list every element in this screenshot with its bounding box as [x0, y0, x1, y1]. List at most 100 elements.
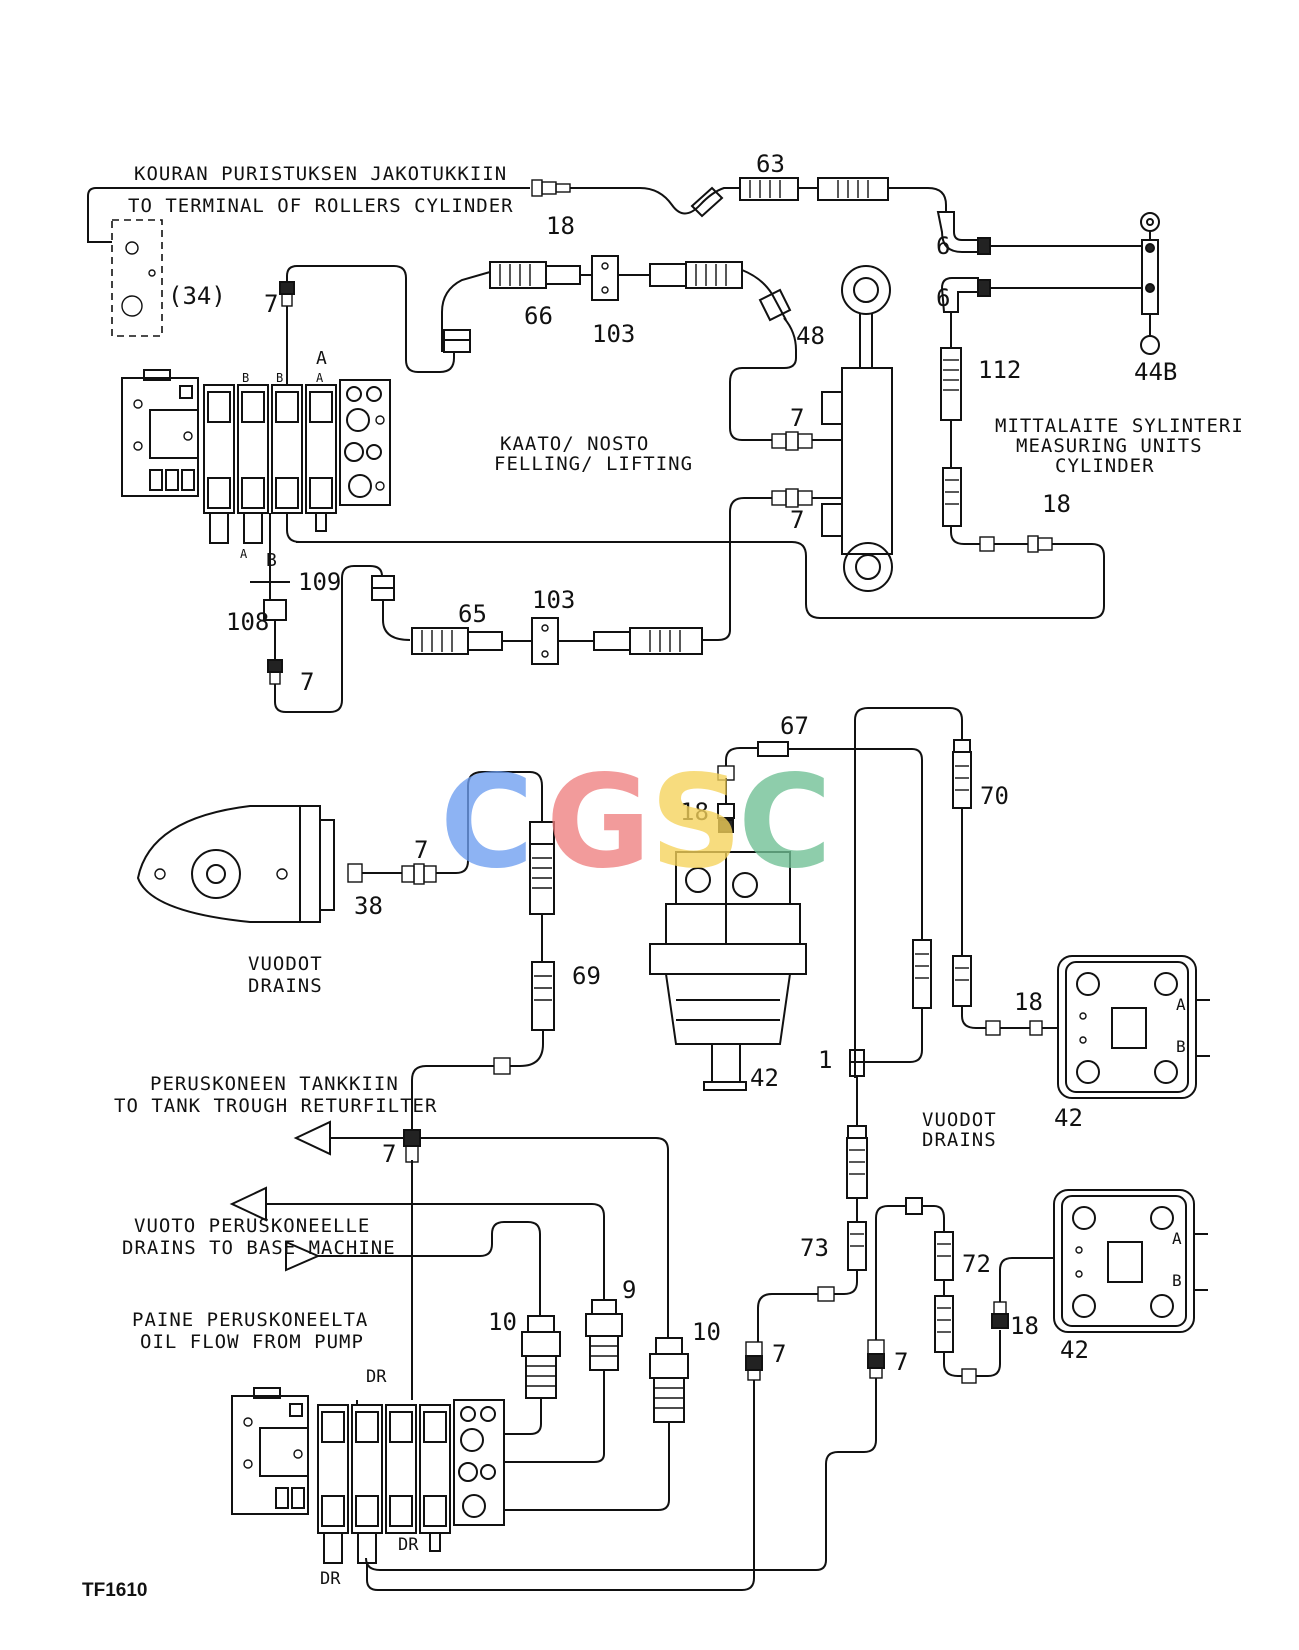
label-top-fi: KOURAN PURISTUKSEN JAKOTUKKIIN [134, 163, 507, 185]
drain-lines-bottom [365, 1197, 1054, 1571]
return-lines [229, 1120, 669, 1400]
lower-valve-block [231, 1380, 755, 1591]
part-18-e: 18 [1010, 1312, 1039, 1340]
label-measure-fi: MITTALAITE SYLINTERI [995, 415, 1244, 437]
label-measure-en1: MEASURING UNITS [1016, 435, 1203, 457]
motor-38 [136, 771, 543, 923]
dr2-label: DR [398, 1535, 419, 1555]
label-felling-fi: KAATO/ NOSTO [500, 433, 649, 455]
part-63: 63 [756, 150, 785, 178]
label-paine-en: OIL FLOW FROM PUMP [140, 1331, 364, 1353]
upper-block-lines [250, 265, 455, 713]
part-109: 109 [298, 568, 341, 596]
part-18-c: 18 [680, 798, 709, 826]
part-7-h: 7 [894, 1348, 908, 1376]
label-paine-fi: PAINE PERUSKONEELTA [132, 1309, 368, 1331]
part-42-c: 42 [1060, 1336, 1089, 1364]
part-70: 70 [980, 782, 1009, 810]
part-7-a: 7 [264, 290, 278, 318]
label-drains-fi-1: VUODOT [248, 953, 323, 975]
port-b-small2-label: B [1172, 1271, 1182, 1290]
elbow-6-lower [940, 277, 1142, 348]
motor-42-center [649, 741, 923, 1091]
motor-42-lower [1053, 1189, 1208, 1333]
part-42-a: 42 [750, 1064, 779, 1092]
ref-34: (34) [168, 282, 226, 310]
port-b-small-label: B [1176, 1037, 1186, 1056]
hose-69 [411, 821, 555, 1130]
manifold-34 [111, 219, 163, 337]
port-a-small2-label: A [1172, 1229, 1182, 1248]
part-9: 9 [622, 1276, 636, 1304]
motor-42-right [1057, 955, 1210, 1099]
part-7-e: 7 [414, 836, 428, 864]
fitting-10-left [505, 1315, 561, 1435]
part-1: 1 [818, 1046, 832, 1074]
part-7-d: 7 [300, 668, 314, 696]
label-vuoto-fi: VUOTO PERUSKONEELLE [134, 1215, 370, 1237]
hose-67-70 [854, 707, 1058, 1078]
part-18-b: 18 [1042, 490, 1071, 518]
label-felling-en: FELLING/ LIFTING [494, 453, 693, 475]
fitting-18-top [531, 179, 571, 197]
cylinder-48 [702, 265, 893, 641]
label-tank-fi: PERUSKONEEN TANKKIIN [150, 1073, 399, 1095]
part-72: 72 [962, 1250, 991, 1278]
part-6-a: 6 [936, 232, 950, 260]
label-drains-en-2: DRAINS [922, 1129, 997, 1151]
part-7-b: 7 [790, 404, 804, 432]
block-a1-label: A [240, 547, 248, 561]
part-48: 48 [796, 322, 825, 350]
part-67: 67 [780, 712, 809, 740]
upper-valve-block [121, 369, 391, 544]
block-a2-label: A [316, 371, 324, 385]
port-a-label: A [316, 348, 327, 369]
drawing-code: TF1610 [82, 1580, 147, 1601]
part-103-b: 103 [532, 586, 575, 614]
part-44b: 44B [1134, 358, 1177, 386]
block-b2-label: B [276, 371, 283, 385]
part-18-a: 18 [546, 212, 575, 240]
part-7-f: 7 [382, 1140, 396, 1168]
hose-65 [371, 575, 703, 665]
hose-112 [296, 347, 1105, 619]
part-73: 73 [800, 1234, 829, 1262]
part-69: 69 [572, 962, 601, 990]
block-b1-label: B [242, 371, 249, 385]
part-7-c: 7 [790, 506, 804, 534]
dr3-label: DR [320, 1569, 341, 1589]
part-103-a: 103 [592, 320, 635, 348]
part-10-a: 10 [488, 1308, 517, 1336]
hose-63 [690, 177, 889, 218]
fitting-10-right [505, 1337, 689, 1511]
label-drains-en-1: DRAINS [248, 975, 323, 997]
watermark-letter-c1: C [440, 748, 534, 897]
measuring-cylinder-44b [1140, 212, 1160, 355]
label-vuoto-en: DRAINS TO BASE MACHINE [122, 1237, 396, 1259]
part-65: 65 [458, 600, 487, 628]
label-drains-fi-2: VUODOT [922, 1109, 997, 1131]
watermark-letter-s: S [650, 748, 742, 897]
top-hose-line [87, 187, 947, 243]
port-a-small-label: A [1176, 995, 1186, 1014]
part-18-d: 18 [1014, 988, 1043, 1016]
part-42-b: 42 [1054, 1104, 1083, 1132]
watermark: C G S C [440, 748, 832, 897]
label-measure-en2: CYLINDER [1055, 455, 1155, 477]
part-6-b: 6 [936, 284, 950, 312]
part-66: 66 [524, 302, 553, 330]
watermark-letter-c2: C [738, 748, 832, 897]
hose-66 [441, 255, 797, 441]
part-10-b: 10 [692, 1318, 721, 1346]
part-112: 112 [978, 356, 1021, 384]
hose-center-tee [757, 939, 932, 1342]
label-tank-en: TO TANK TROUGH RETURFILTER [114, 1095, 437, 1117]
fitting-9 [505, 1299, 623, 1463]
dr1-label: DR [366, 1367, 387, 1387]
part-108: 108 [226, 608, 269, 636]
elbow-6-upper [936, 211, 1142, 255]
label-top-en: TO TERMINAL OF ROLLERS CYLINDER [128, 195, 514, 217]
part-38: 38 [354, 892, 383, 920]
port-b-label: B [266, 550, 277, 571]
